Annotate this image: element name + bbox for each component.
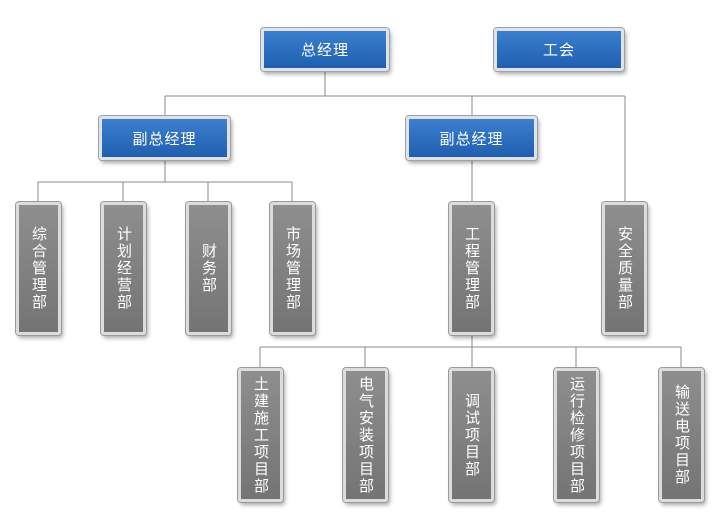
deputy-gm-label: 副总经理 bbox=[439, 129, 504, 148]
department-safety-quality-box: 安全质量部 bbox=[602, 202, 647, 335]
project-department-label: 运行检修项目部 bbox=[568, 375, 586, 495]
department-planning-box: 计划经营部 bbox=[101, 202, 146, 335]
project-electrical-installation-box: 电气安装项目部 bbox=[343, 368, 388, 502]
department-label: 工程管理部 bbox=[463, 226, 481, 311]
deputy-gm-left-box: 副总经理 bbox=[99, 116, 230, 160]
union-label: 工会 bbox=[542, 41, 575, 59]
project-department-label: 电气安装项目部 bbox=[357, 375, 375, 495]
department-finance-box: 财务部 bbox=[186, 202, 231, 335]
project-department-label: 土建施工项目部 bbox=[252, 375, 270, 495]
department-label: 财务部 bbox=[200, 243, 218, 294]
department-label: 综合管理部 bbox=[30, 226, 48, 311]
project-civil-construction-box: 土建施工项目部 bbox=[238, 368, 283, 502]
general-manager-label: 总经理 bbox=[300, 41, 349, 59]
department-market-box: 市场管理部 bbox=[270, 202, 315, 335]
project-power-transmission-box: 输送电项目部 bbox=[659, 368, 704, 502]
department-engineering-box: 工程管理部 bbox=[449, 202, 494, 335]
project-department-label: 输送电项目部 bbox=[673, 384, 691, 486]
department-label: 市场管理部 bbox=[284, 226, 302, 311]
deputy-gm-label: 副总经理 bbox=[132, 129, 197, 148]
general-manager-box: 总经理 bbox=[261, 28, 389, 71]
project-department-label: 调试项目部 bbox=[463, 392, 481, 478]
project-operation-maintenance-box: 运行检修项目部 bbox=[554, 368, 599, 502]
department-comprehensive-box: 综合管理部 bbox=[16, 202, 61, 335]
union-box: 工会 bbox=[494, 28, 624, 71]
deputy-gm-right-box: 副总经理 bbox=[406, 116, 537, 160]
project-commissioning-box: 调试项目部 bbox=[449, 368, 494, 502]
department-label: 计划经营部 bbox=[115, 226, 133, 311]
department-label: 安全质量部 bbox=[616, 226, 634, 311]
